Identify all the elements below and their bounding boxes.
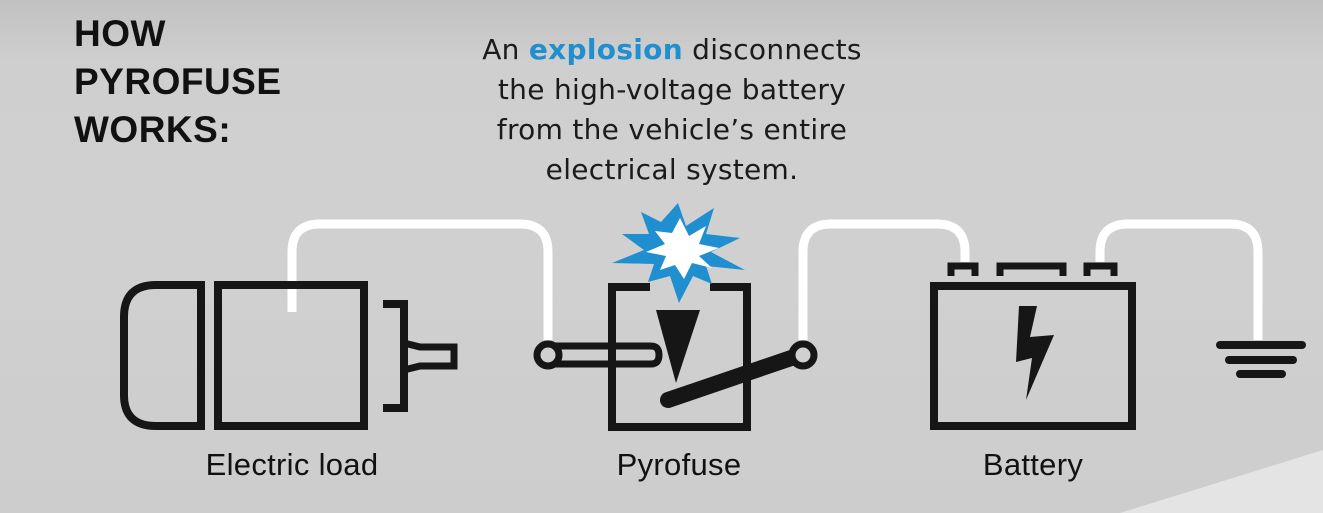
motor-icon bbox=[120, 281, 458, 430]
title-line-1: HOW bbox=[74, 13, 166, 54]
pyrofuse-fixed-contact bbox=[548, 342, 663, 368]
wire-battery-to-ground bbox=[1095, 219, 1263, 340]
explosion-inner bbox=[646, 218, 719, 279]
wire-pyrofuse-to-battery bbox=[798, 219, 970, 340]
caption-suffix: disconnects bbox=[682, 33, 862, 66]
ground-icon bbox=[1216, 341, 1306, 378]
battery-cap bbox=[996, 262, 1067, 276]
battery-terminal-left bbox=[947, 262, 979, 276]
caption-line-2: the high-voltage battery bbox=[497, 73, 847, 106]
motor-body bbox=[214, 281, 368, 430]
title-line-2: PYROFUSE bbox=[74, 61, 282, 102]
pyrofuse-switch-icon bbox=[533, 283, 818, 431]
page-title: HOW PYROFUSE WORKS: bbox=[74, 10, 282, 154]
explosion-icon bbox=[612, 203, 745, 303]
lightning-bolt-icon bbox=[1016, 306, 1054, 400]
explanation-caption: An explosion disconnects the high-voltag… bbox=[452, 30, 892, 190]
pyrofuse-open-arm bbox=[660, 347, 808, 408]
caption-line-1: An explosion disconnects bbox=[452, 30, 892, 70]
motor-flange bbox=[383, 300, 408, 412]
motor-shaft bbox=[403, 339, 458, 374]
caption-prefix: An bbox=[482, 33, 529, 66]
background-highlight bbox=[1120, 450, 1323, 513]
title-line-3: WORKS: bbox=[74, 109, 232, 150]
label-battery: Battery bbox=[982, 447, 1084, 482]
motor-endcap bbox=[120, 281, 205, 430]
caption-line-3: from the vehicle’s entire bbox=[496, 113, 848, 146]
label-pyrofuse: Pyrofuse bbox=[616, 447, 742, 482]
caption-highlight-explosion: explosion bbox=[528, 33, 683, 66]
battery-icon bbox=[930, 262, 1136, 430]
label-electric-load: Electric load bbox=[205, 447, 379, 482]
battery-terminal-right bbox=[1083, 262, 1118, 276]
caption-line-4: electrical system. bbox=[545, 153, 799, 186]
terminal-right bbox=[788, 340, 818, 370]
pyrofuse-wedge bbox=[656, 310, 700, 383]
battery-case bbox=[930, 282, 1136, 430]
pyrofuse-housing bbox=[608, 283, 751, 431]
wire-load-to-pyrofuse bbox=[287, 219, 553, 340]
wires bbox=[287, 219, 1263, 340]
terminal-left bbox=[533, 340, 563, 370]
